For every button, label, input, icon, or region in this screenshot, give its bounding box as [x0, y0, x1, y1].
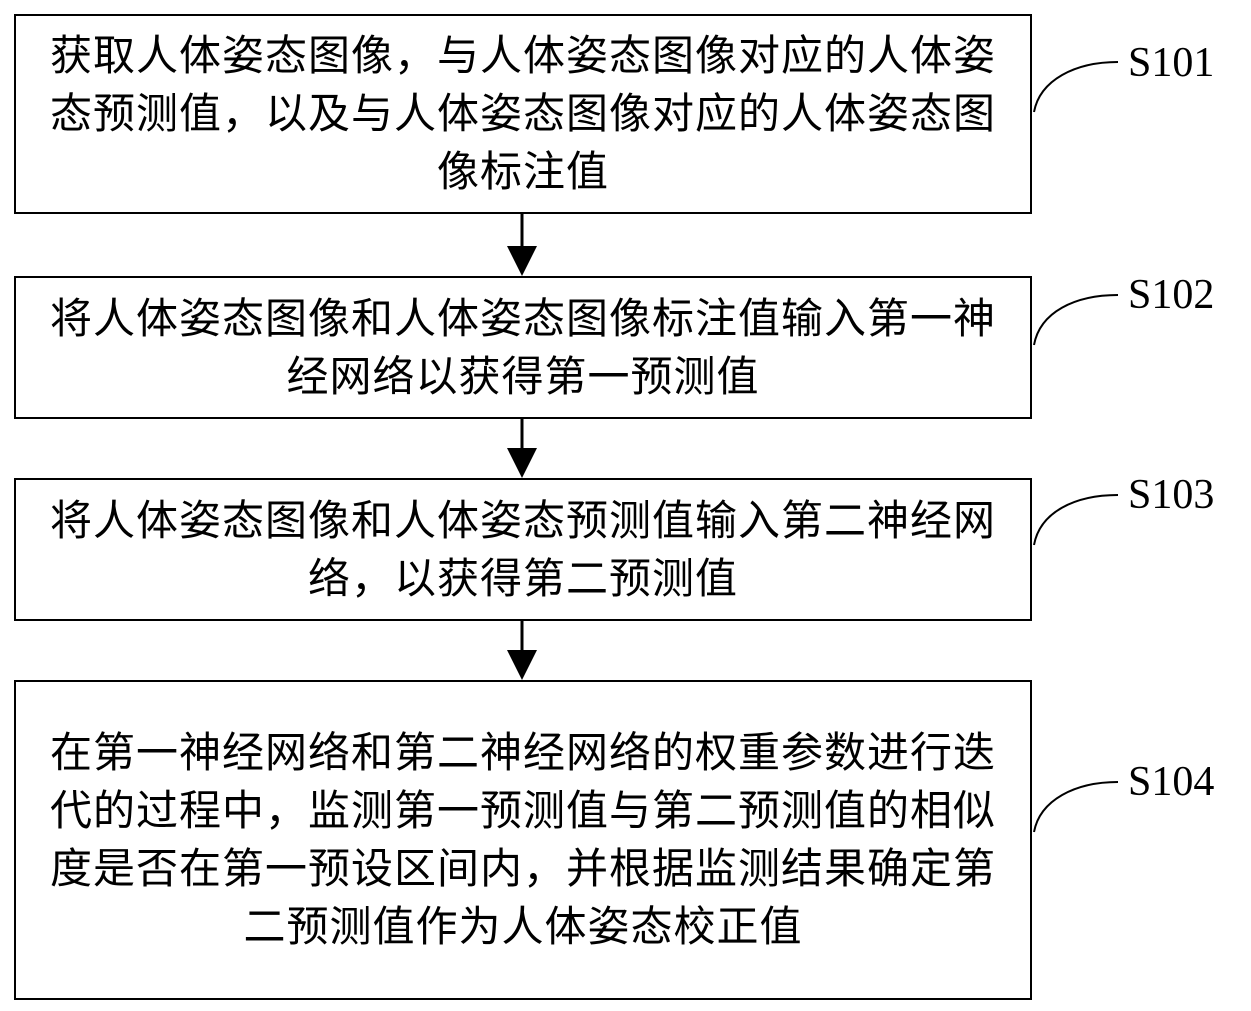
- step-text-s102: 将人体姿态图像和人体姿态图像标注值输入第一神经网络以获得第一预测值: [49, 293, 996, 401]
- arrow-s101-to-s102: [507, 213, 537, 276]
- arrow-s102-to-s103: [507, 418, 537, 478]
- step-box-s104: 在第一神经网络和第二神经网络的权重参数进行迭代的过程中，监测第一预测值与第二预测…: [14, 680, 1032, 1000]
- step-text-s104: 在第一神经网络和第二神经网络的权重参数进行迭代的过程中，监测第一预测值与第二预测…: [49, 728, 996, 951]
- step-label-s101: S101: [1128, 40, 1215, 86]
- leader-curve-s104: [1033, 781, 1119, 833]
- step-box-s101: 获取人体姿态图像，与人体姿态图像对应的人体姿态预测值，以及与人体姿态图像对应的人…: [14, 14, 1032, 214]
- step-label-s102: S102: [1128, 272, 1215, 318]
- step-text-s103: 将人体姿态图像和人体姿态预测值输入第二神经网络，以获得第二预测值: [49, 495, 996, 603]
- step-label-s104: S104: [1128, 759, 1215, 805]
- step-box-s103: 将人体姿态图像和人体姿态预测值输入第二神经网络，以获得第二预测值: [14, 478, 1032, 621]
- leader-curve-s102: [1033, 294, 1119, 346]
- step-label-s103: S103: [1128, 472, 1215, 518]
- leader-curve-s101: [1033, 61, 1119, 113]
- leader-curve-s103: [1033, 494, 1119, 546]
- step-box-s102: 将人体姿态图像和人体姿态图像标注值输入第一神经网络以获得第一预测值: [14, 276, 1032, 419]
- arrow-s103-to-s104: [507, 620, 537, 680]
- step-text-s101: 获取人体姿态图像，与人体姿态图像对应的人体姿态预测值，以及与人体姿态图像对应的人…: [49, 31, 996, 196]
